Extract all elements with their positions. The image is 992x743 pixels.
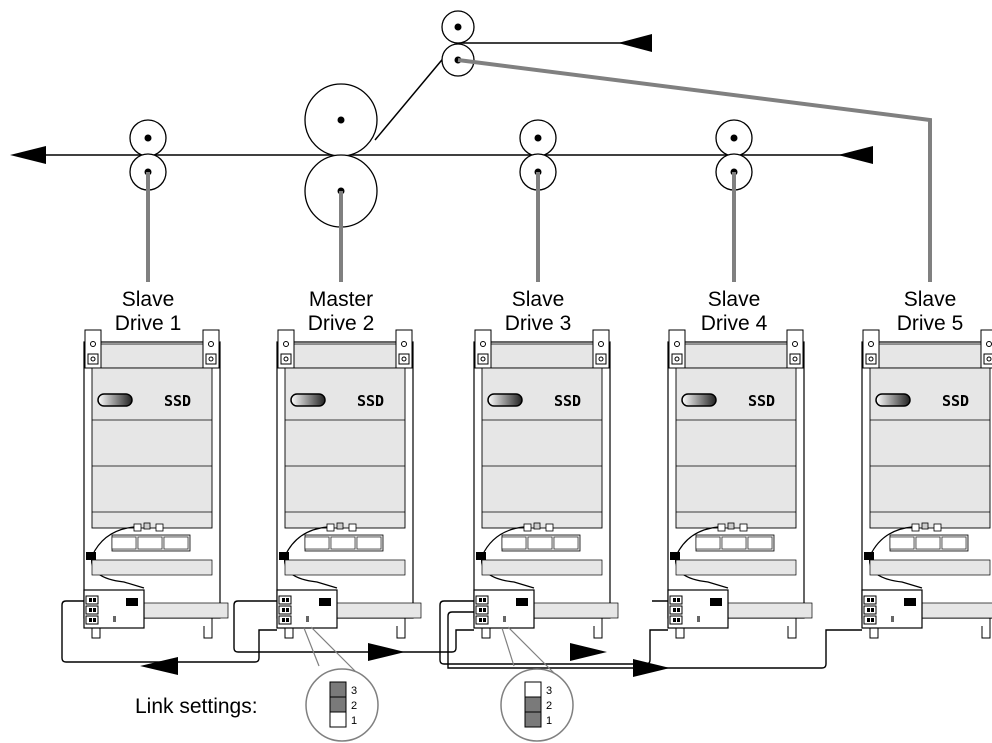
link-arrow	[633, 659, 670, 677]
link-wire-3-4a	[439, 600, 668, 665]
roller-pair-drive-5	[441, 10, 475, 77]
drive-front-panel	[869, 367, 991, 529]
drive-name-label: Drive 5	[897, 312, 964, 335]
drive-role-label: Master	[309, 288, 373, 311]
drive-front-panel	[91, 367, 213, 529]
display-window	[97, 393, 133, 407]
drive-front-panel	[481, 367, 603, 529]
link-selector	[306, 616, 309, 622]
link-pos-2: 2	[351, 700, 357, 712]
drive-role-label: Slave	[122, 288, 175, 311]
link-arrow	[140, 657, 178, 675]
brand-logo: SSD	[748, 392, 775, 410]
link-jumper-block	[710, 598, 722, 606]
link-inset-drive-2: 3 2 1	[303, 626, 379, 742]
drive-top-panel	[673, 343, 799, 369]
link-jumper-block	[904, 598, 916, 606]
link-wiring	[61, 600, 862, 677]
display-window	[681, 393, 717, 407]
drive-unit: SSD	[861, 329, 992, 639]
drive-front-panel	[675, 367, 797, 529]
cable-connector	[670, 552, 680, 560]
web-entry-arrow	[838, 146, 873, 164]
upper-web-arrow	[618, 34, 652, 52]
drive-name-label: Drive 4	[701, 312, 768, 335]
drive-top-panel	[867, 343, 992, 369]
link-jumper-block	[319, 598, 331, 606]
drive-top-panel	[479, 343, 605, 369]
drive-name-label: Drive 3	[505, 312, 572, 335]
link-wire-1-2	[61, 600, 277, 663]
link-selector	[503, 616, 506, 622]
link-pos-1: 1	[351, 715, 357, 727]
brand-logo: SSD	[357, 392, 384, 410]
link-wire-2-3	[233, 600, 474, 653]
link-selector	[891, 616, 894, 622]
link-jumper-block	[126, 598, 138, 606]
drive-name-label: Drive 2	[308, 312, 375, 335]
link-jumper-block	[516, 598, 528, 606]
display-window	[487, 393, 523, 407]
link-pos-3: 3	[546, 685, 552, 697]
drive-name-label: Drive 1	[115, 312, 182, 335]
link-inset-drive-3: 3 2 1	[500, 626, 574, 742]
link-pos-1: 1	[546, 715, 552, 727]
cable-connector	[476, 552, 486, 560]
drive-unit: SSD	[276, 329, 422, 639]
shaft-drive-5	[457, 58, 932, 282]
link-settings-label: Link settings:	[135, 695, 258, 718]
brand-logo: SSD	[164, 392, 191, 410]
drive-role-label: Slave	[904, 288, 957, 311]
display-window	[290, 393, 326, 407]
brand-logo: SSD	[942, 392, 969, 410]
drive-unit: SSD	[473, 329, 619, 639]
drive-role-label: Slave	[708, 288, 761, 311]
web-path	[10, 10, 873, 228]
drive-shafts	[146, 58, 932, 282]
link-settings: Link settings: 3 2 1 3 2 1	[135, 626, 574, 742]
link-arrow	[368, 643, 405, 661]
cable-connector	[86, 552, 96, 560]
drive-units: SSD SSD SSD SSD SSD	[83, 329, 992, 639]
cable-connector	[279, 552, 289, 560]
web-diagonal	[374, 54, 447, 141]
drive-unit: SSD	[83, 329, 229, 639]
brand-logo: SSD	[554, 392, 581, 410]
link-selector	[113, 616, 116, 622]
display-window	[875, 393, 911, 407]
drive-unit: SSD	[667, 329, 813, 639]
web-exit-arrow	[10, 146, 46, 164]
drive-labels: Slave Drive 1 Master Drive 2 Slave Drive…	[115, 288, 964, 335]
drive-role-label: Slave	[512, 288, 565, 311]
link-arrow	[570, 643, 607, 661]
cable-connector	[864, 552, 874, 560]
link-pos-3: 3	[351, 685, 357, 697]
link-pos-2: 2	[546, 700, 552, 712]
drive-front-panel	[284, 367, 406, 529]
drive-top-panel	[282, 343, 408, 369]
link-selector	[697, 616, 700, 622]
drive-top-panel	[89, 343, 215, 369]
